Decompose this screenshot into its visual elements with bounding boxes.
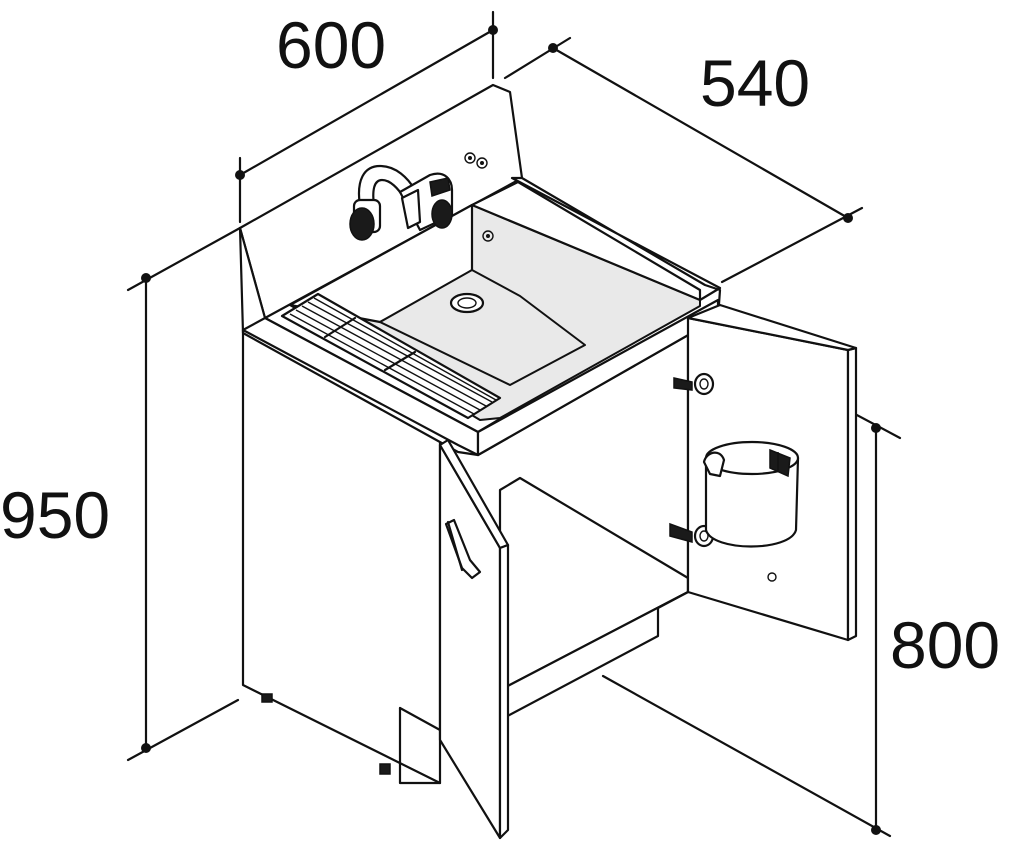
depth-extension-front [720,206,864,284]
soap-tray [280,292,502,420]
cabinet-foot-left [261,693,273,703]
counter-dim-end-top [871,423,881,433]
cabinet-foot-front [379,763,391,775]
left-door-handle-grip [446,520,464,572]
left-door-side-edge [498,543,510,840]
left-door [438,438,510,840]
depth-dimension-line [551,46,850,220]
faucet [349,152,488,241]
height-label: 950 [0,478,110,552]
bucket-spout [702,451,726,478]
door-screw-icon [767,572,777,582]
faucet-lever-icon [429,177,451,197]
soap-tray-divider-1 [323,316,357,339]
width-dimension-line [238,28,495,177]
drain-inner-icon [457,297,477,309]
width-dim-end-right [488,25,498,35]
right-door-top-edge [686,303,858,352]
depth-label: 540 [700,46,810,120]
height-dim-end-top [141,273,151,283]
counter-dim-end-bottom [871,825,881,835]
bucket-clip-icon [769,448,791,478]
cabinet-body [241,324,702,792]
depth-extension-back [503,36,572,80]
wall-fitting-left-icon [464,152,476,164]
dimension-labels: 600 540 950 800 [0,8,1000,682]
overflow-hole-icon [482,230,494,242]
height-dim-end-bottom [141,743,151,753]
door-bucket [702,440,800,548]
faucet-escutcheon-left [349,207,375,241]
drain-icon [449,292,485,314]
right-door-edge [846,346,858,642]
sink-back-rim [470,180,702,302]
sink-top [238,83,722,457]
width-dim-end-left [235,170,245,180]
soap-tray-slats [289,297,497,415]
width-label: 600 [276,8,386,82]
left-door-panel [438,443,502,840]
dimension-lines [126,10,902,838]
faucet-handle-base [431,199,453,229]
cabinet-kick-edge [398,706,442,732]
wall-fitting-right-icon [476,157,488,169]
counter-height-label: 800 [890,608,1000,682]
right-door [669,303,858,642]
counter-extension-bottom [601,674,892,838]
faucet-nozzle [400,188,422,230]
depth-dim-end-back [548,43,558,53]
sink-floor [379,269,586,386]
overflow-hole-center [486,234,490,238]
depth-dim-end-front [843,213,853,223]
soap-tray-divider-2 [383,350,417,372]
hinge-top-icon [673,372,715,396]
cabinet-kick-notch [398,706,442,785]
